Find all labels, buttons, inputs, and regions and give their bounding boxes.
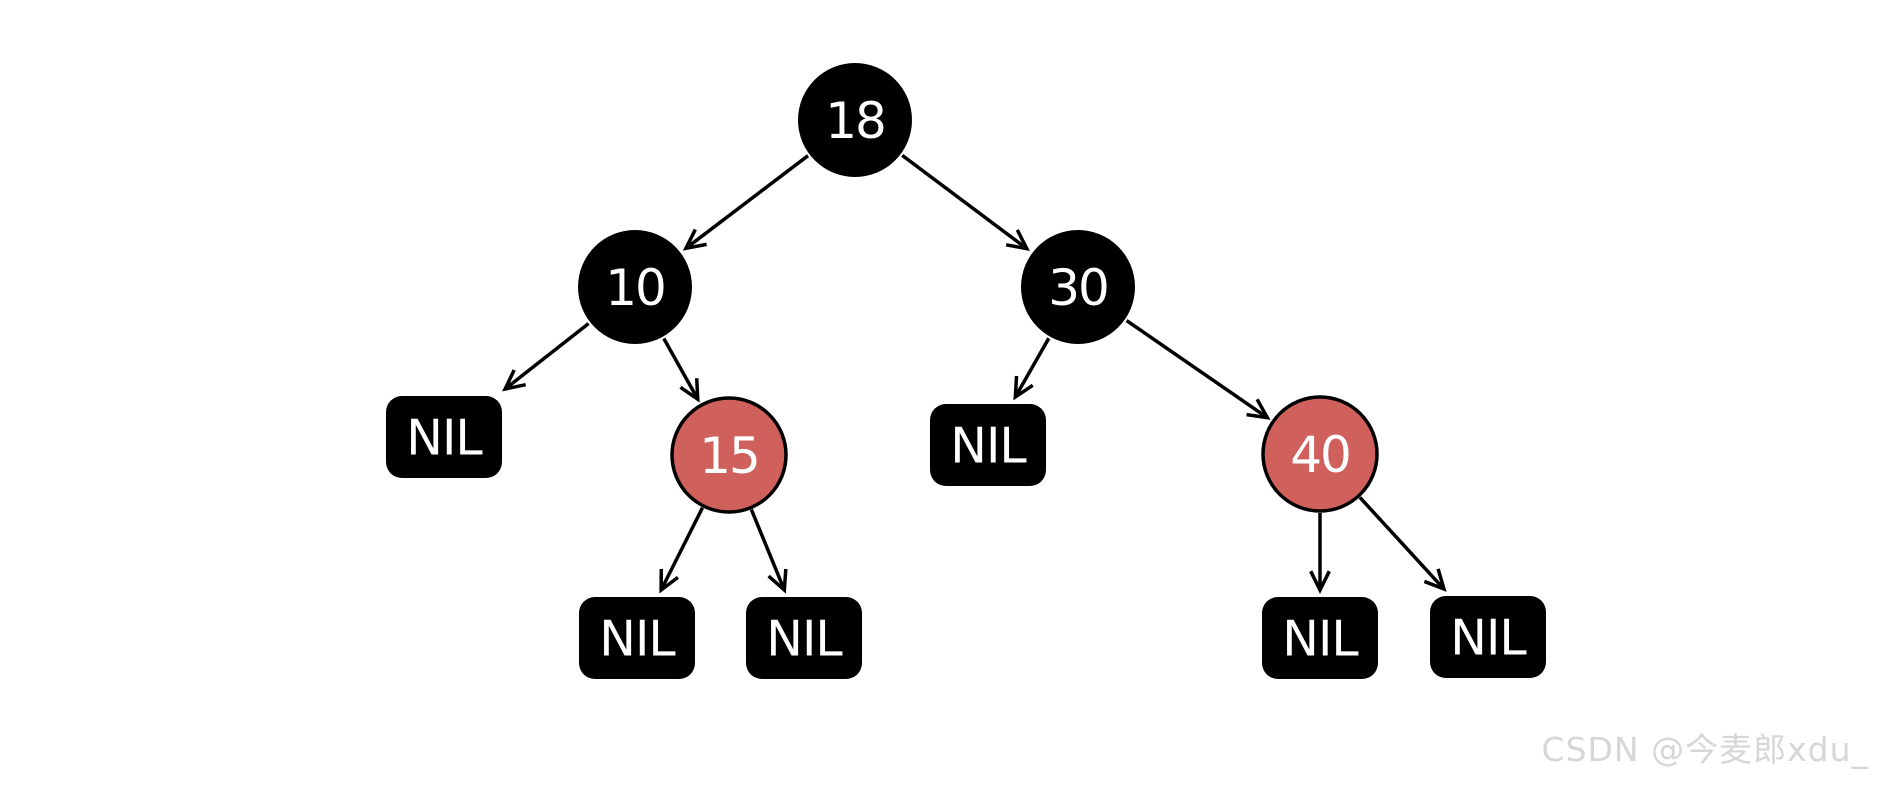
edge-line: [684, 154, 810, 250]
nil-box: [1262, 597, 1378, 679]
edge-n18-to-n10: [682, 154, 810, 251]
node-value-label: 40: [1290, 426, 1350, 484]
edge-n10-to-n15: [662, 337, 700, 403]
arrowhead-icon: [1309, 570, 1331, 594]
nil-leaf: NIL: [1430, 596, 1546, 678]
nil-label: NIL: [1450, 610, 1527, 667]
edge-line: [659, 506, 705, 591]
edge-n15-to-nil-4: [749, 508, 788, 594]
nil-box: [386, 396, 502, 478]
edge-n18-to-n30: [901, 153, 1030, 251]
nil-label: NIL: [950, 418, 1027, 475]
nil-leaf: NIL: [579, 597, 695, 679]
black-node-circle: [798, 63, 912, 177]
nil-leaf: NIL: [1262, 597, 1378, 679]
edge-line: [749, 508, 786, 591]
csdn-watermark: CSDN @今麦郎xdu_: [1541, 730, 1869, 769]
edge-n30-to-nil-2: [1013, 337, 1051, 401]
edge-line: [662, 337, 700, 401]
nil-box: [1430, 596, 1546, 678]
arrowhead-icon: [502, 369, 527, 392]
edge-n40-to-nil-5: [1309, 513, 1331, 594]
nil-label: NIL: [599, 611, 676, 668]
arrowhead-icon: [1246, 398, 1271, 420]
edge-n10-to-nil-1: [502, 322, 590, 392]
arrowhead-icon: [659, 568, 679, 594]
arrowhead-icon: [1423, 568, 1447, 592]
black-node-circle: [1021, 230, 1135, 344]
nil-label: NIL: [1282, 611, 1359, 668]
node-value-label: 18: [825, 92, 885, 150]
tree-node-40: 40: [1261, 395, 1379, 513]
tree-node-15: 15: [670, 396, 788, 514]
red-node-circle: [1261, 395, 1379, 513]
edge-n40-to-nil-6: [1358, 496, 1447, 592]
edge-line: [504, 322, 590, 391]
nil-box: [930, 404, 1046, 486]
edge-line: [1013, 337, 1051, 398]
edge-n30-to-n40: [1125, 319, 1271, 420]
tree-node-18: 18: [798, 63, 912, 177]
edge-line: [1358, 496, 1446, 591]
arrowhead-icon: [1013, 375, 1034, 401]
nil-box: [746, 597, 862, 679]
arrowhead-icon: [1005, 229, 1030, 251]
nil-label: NIL: [766, 611, 843, 668]
red-node-circle: [670, 396, 788, 514]
black-node-circle: [578, 230, 692, 344]
nil-label: NIL: [406, 410, 483, 467]
node-value-label: 30: [1048, 259, 1108, 317]
edge-line: [1125, 319, 1269, 420]
tree-node-10: 10: [578, 230, 692, 344]
arrowhead-icon: [767, 568, 788, 594]
edge-line: [901, 153, 1028, 251]
nil-box: [579, 597, 695, 679]
nil-leaf: NIL: [746, 597, 862, 679]
node-value-label: 15: [699, 427, 759, 485]
nil-leaf: NIL: [930, 404, 1046, 486]
edge-n15-to-nil-3: [659, 506, 705, 594]
tree-node-30: 30: [1021, 230, 1135, 344]
node-value-label: 10: [605, 259, 665, 317]
nil-leaf: NIL: [386, 396, 502, 478]
arrowhead-icon: [682, 228, 707, 251]
arrowhead-icon: [679, 378, 700, 403]
